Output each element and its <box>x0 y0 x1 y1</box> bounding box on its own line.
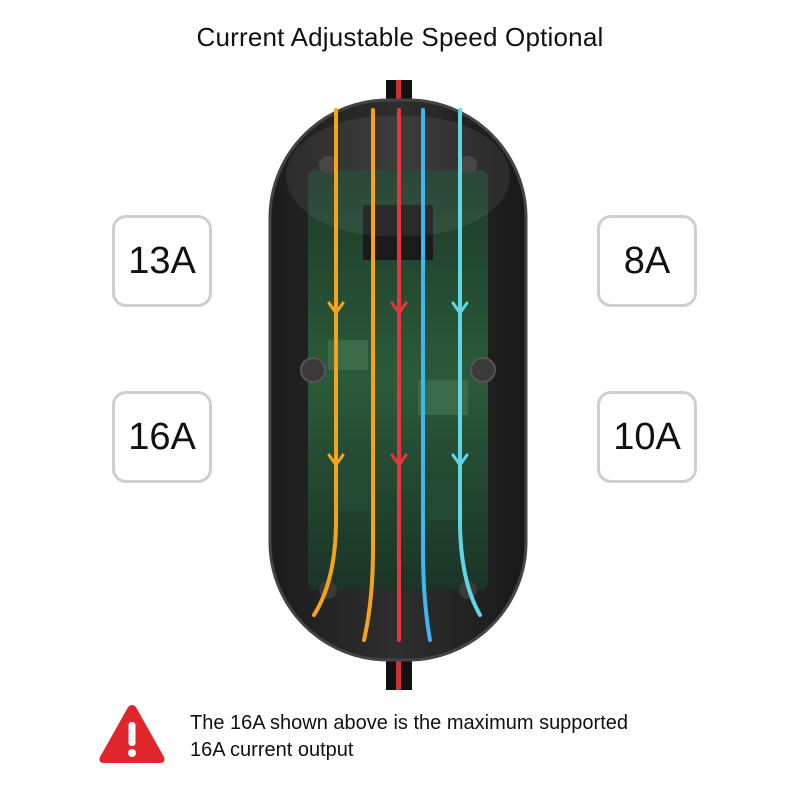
option-8a[interactable]: 8A <box>597 215 697 307</box>
option-label: 10A <box>613 415 681 458</box>
notice-text: The 16A shown above is the maximum suppo… <box>190 710 750 764</box>
option-10a[interactable]: 10A <box>597 391 697 483</box>
option-label: 16A <box>128 415 196 458</box>
option-label: 8A <box>623 239 671 282</box>
option-16a[interactable]: 16A <box>112 391 212 483</box>
warning-triangle-icon <box>99 705 165 763</box>
notice-line-2: 16A current output <box>190 739 354 761</box>
option-label: 13A <box>128 239 196 282</box>
option-13a[interactable]: 13A <box>112 215 212 307</box>
page-title: Current Adjustable Speed Optional <box>196 22 604 52</box>
control-box-image <box>268 80 528 690</box>
notice-line-1: The 16A shown above is the maximum suppo… <box>190 712 629 734</box>
